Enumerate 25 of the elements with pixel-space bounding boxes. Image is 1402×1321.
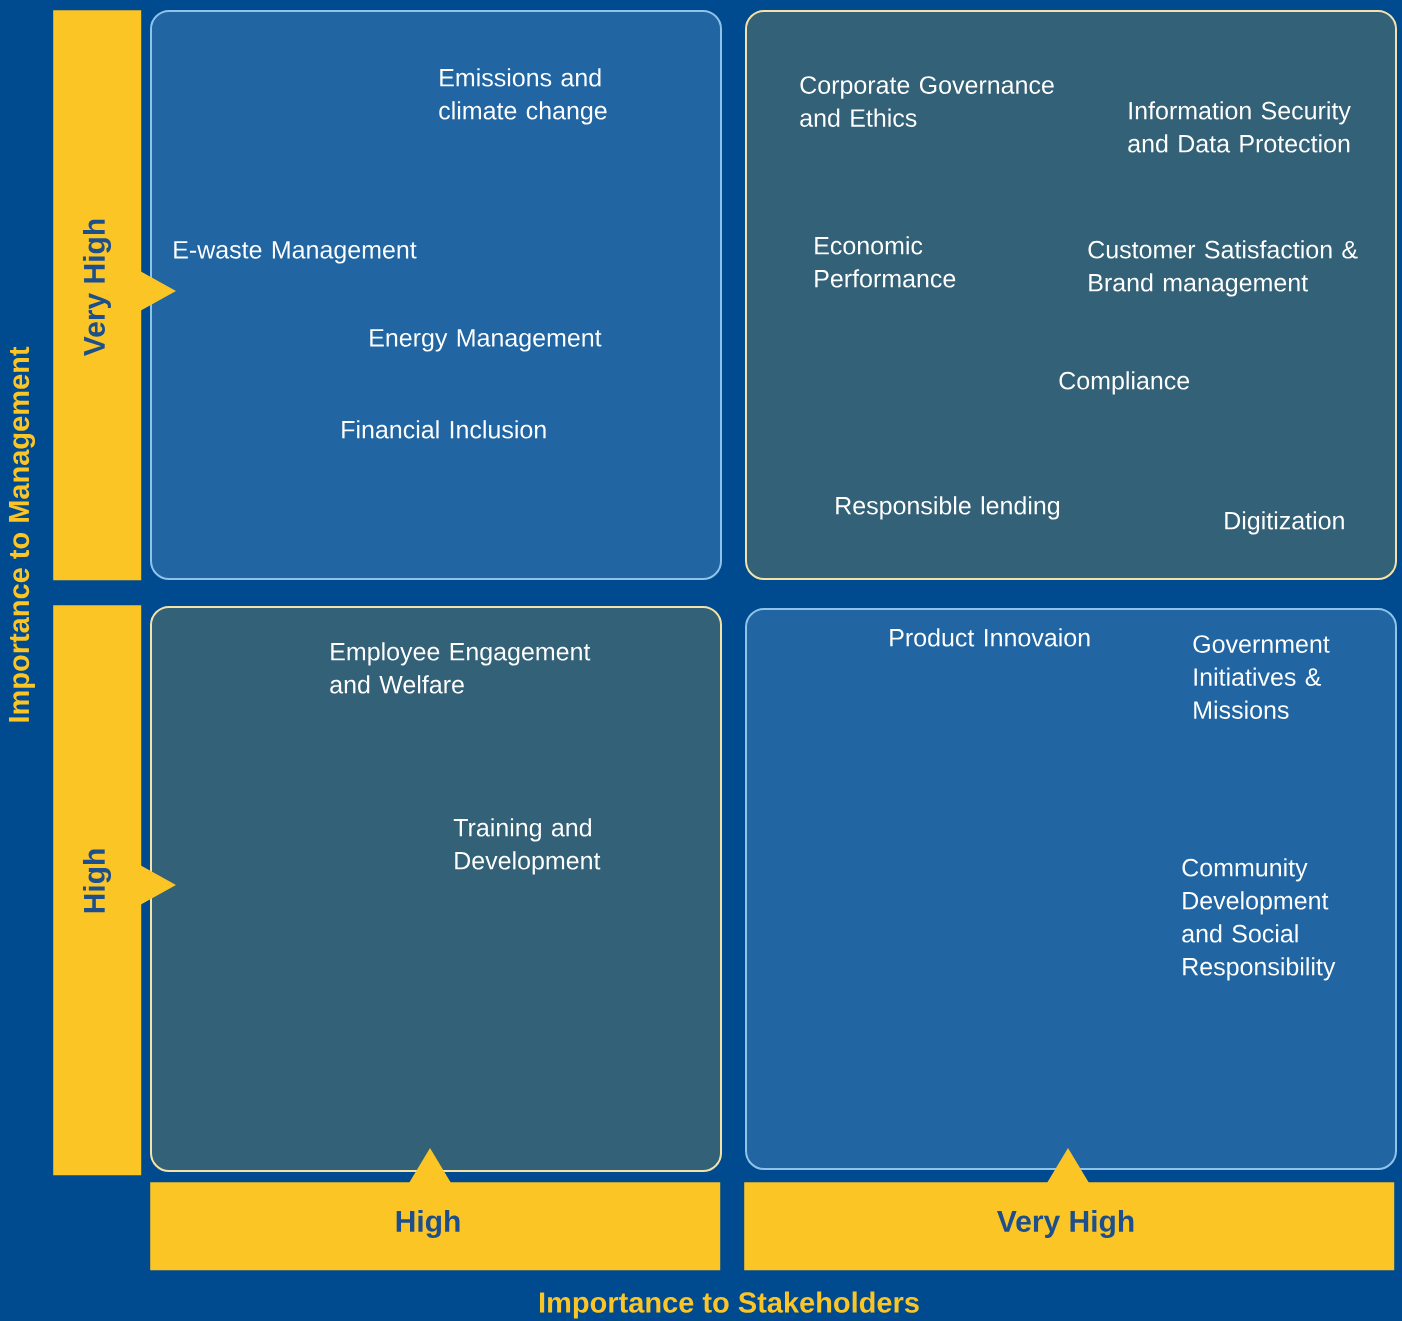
topic-label: Financial Inclusion [342,420,546,439]
topic-label: Digitization [1225,511,1344,535]
quadrant-box [745,608,1397,1170]
quadrant-box [745,10,1397,580]
axis-band: Very High [744,1148,1395,1271]
topic-label: Energy Management [370,329,602,352]
quadrant-box [150,10,722,580]
topic-label: Government Initiatives & Missions [1193,635,1330,719]
topic-label: Community Development and Social Responsibility [1182,858,1336,981]
topic-label: Responsible lending [836,496,1060,520]
topic-label: Customer Satisfaction & Brand management [1088,240,1358,297]
topic-label: Training and Development [453,818,601,875]
topic-label: Emissions and climate change [439,68,607,125]
axis-band: High [53,605,176,1176]
topic-label: Compliance [1059,371,1190,395]
axis-title: Importance to Management [8,346,36,722]
topic-label: Product Innovaion [890,628,1090,647]
topic-label: Corporate Governance and Ethics [800,76,1054,127]
axis-band: High [150,1148,721,1271]
topic-label: Information Security and Data Protection [1128,101,1351,153]
topic-label: Employee Engagement and Welfare [330,642,591,694]
topic-label: E-waste Management [174,241,417,264]
quadrant-box [150,606,722,1172]
axis-title: Importance to Stakeholders [540,1291,919,1319]
topic-label: Economic Performance [815,236,956,288]
